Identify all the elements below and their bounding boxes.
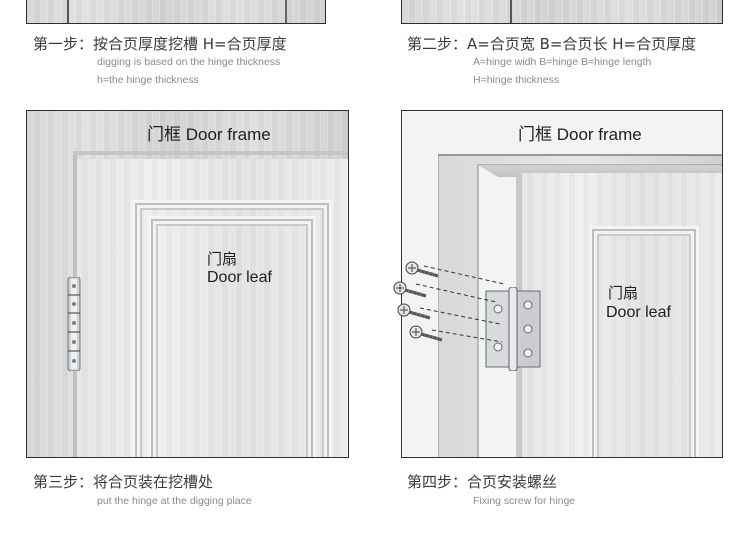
step3-caption-line1: put the hinge at the digging place: [97, 495, 252, 507]
door-frame-label: 门框 Door frame: [518, 120, 642, 145]
frame-edge-line: [67, 0, 69, 24]
step1-caption-line2: h=the hinge thickness: [97, 74, 199, 86]
screws-with-guides: [376, 258, 506, 348]
step1-illustration-top: [26, 0, 326, 24]
screw-icon: [406, 262, 438, 276]
door-leaf-label-en: Door leaf: [606, 304, 671, 322]
screw-icon: [394, 282, 426, 296]
step3-title: 第三步：将合页装在挖槽处: [33, 471, 213, 492]
step1-title: 第一步：按合页厚度挖槽 H=合页厚度: [33, 33, 287, 54]
step2-caption-line2: H=hinge thickness: [473, 74, 559, 86]
door-frame-label: 门框 Door frame: [147, 120, 271, 145]
door-leaf-label-cn: 门扇: [608, 282, 638, 303]
step2-caption-line1: A=hinge widh B=hinge B=hinge length: [473, 56, 651, 68]
frame-head-edge: [73, 151, 349, 155]
step2-illustration-top: [401, 0, 723, 24]
step1-caption-line1: digging is based on the hinge thickness: [97, 56, 280, 68]
door-leaf-label-cn: 门扇: [207, 248, 237, 269]
hinge: [67, 277, 81, 371]
door-panel-molding: [592, 229, 696, 458]
screw-icon: [398, 304, 430, 318]
step4-caption-line1: Fixing screw for hinge: [473, 495, 575, 507]
door-leaf-label-en: Door leaf: [207, 269, 272, 287]
frame-edge-line: [285, 0, 287, 24]
step2-title: 第二步：A=合页宽 B=合页长 H=合页厚度: [407, 33, 696, 54]
step3-illustration: 门框 Door frame 门扇 Door leaf: [26, 110, 349, 458]
frame-edge-line: [510, 0, 512, 24]
step4-title: 第四步：合页安装螺丝: [407, 471, 557, 492]
screw-icon: [410, 326, 442, 340]
